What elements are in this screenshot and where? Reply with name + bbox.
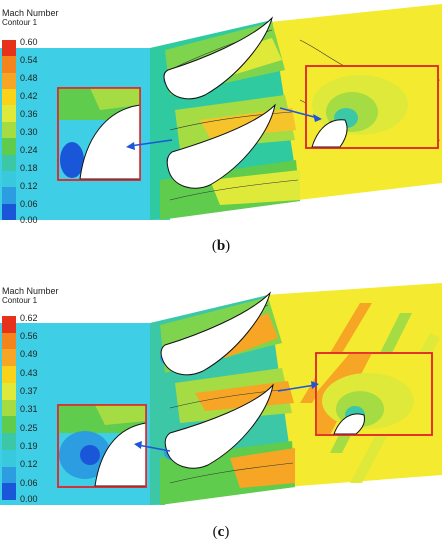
legend-tick: 0.18 — [20, 163, 38, 173]
figure-c: Mach Number Contour 1 0.62 0.56 0.49 0.4… — [0, 283, 442, 513]
zoom-arrow-left — [137, 444, 171, 452]
legend-tick: 0.00 — [20, 215, 38, 225]
legend-tick: 0.00 — [20, 494, 38, 504]
legend-tick: 0.48 — [20, 73, 38, 83]
figure-b: Mach Number Contour 1 0.60 0.54 0.48 0.4… — [0, 0, 442, 230]
legend-tick: 0.36 — [20, 109, 38, 119]
legend-tick: 0.30 — [20, 127, 38, 137]
mach-contour-plot-c — [0, 283, 442, 505]
legend-tick: 0.31 — [20, 404, 38, 414]
caption-letter: b — [216, 238, 226, 254]
legend-subtitle: Contour 1 — [2, 18, 38, 27]
blade-lower — [166, 103, 276, 189]
caption-b: (b) — [211, 238, 231, 254]
legend-tick: 0.62 — [20, 313, 38, 323]
legend-title: Mach Number — [2, 8, 59, 18]
legend-tick: 0.19 — [20, 441, 38, 451]
legend-tick: 0.42 — [20, 91, 38, 101]
legend-title: Mach Number — [2, 286, 59, 296]
legend-tick: 0.56 — [20, 331, 38, 341]
legend-tick: 0.60 — [20, 37, 38, 47]
legend-tick: 0.12 — [20, 181, 38, 191]
caption-letter: c — [217, 524, 225, 540]
legend-tick: 0.06 — [20, 478, 38, 488]
zoom-arrow-left — [129, 139, 173, 147]
blade-lower — [164, 383, 274, 469]
legend-tick: 0.12 — [20, 459, 38, 469]
zoom-arrow-right — [277, 384, 316, 392]
blade-upper — [160, 291, 271, 376]
legend-tick: 0.06 — [20, 199, 38, 209]
legend-tick: 0.37 — [20, 386, 38, 396]
legend-tick: 0.54 — [20, 55, 38, 65]
mach-contour-plot-b — [0, 4, 442, 220]
legend-tick: 0.25 — [20, 423, 38, 433]
color-legend-bar — [2, 40, 16, 220]
color-legend-bar — [2, 316, 16, 501]
legend-tick: 0.24 — [20, 145, 38, 155]
zoom-arrow-right — [279, 107, 319, 119]
legend-tick: 0.49 — [20, 349, 38, 359]
caption-c: (c) — [212, 524, 230, 540]
legend-subtitle: Contour 1 — [2, 296, 38, 305]
blade-upper — [163, 16, 273, 100]
legend-tick: 0.43 — [20, 368, 38, 378]
